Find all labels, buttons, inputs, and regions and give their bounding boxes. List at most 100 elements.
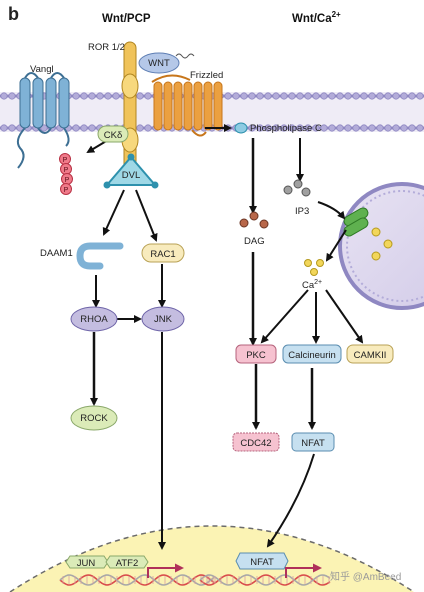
- ip3-label: IP3: [295, 206, 309, 217]
- jnk-node: [141, 306, 185, 332]
- arrow-ca-to-pkc: [260, 289, 309, 344]
- cdc42-label: CDC42: [240, 438, 271, 449]
- membrane-head: [224, 92, 232, 100]
- membrane-head: [248, 124, 256, 132]
- ip3-molecules: [283, 179, 311, 197]
- membrane-head: [256, 124, 264, 132]
- arrow-ip3-to-channel: [317, 201, 346, 220]
- calcium-ions: [304, 259, 324, 276]
- watermark: 知乎 @AmBeed: [330, 570, 401, 583]
- vesicle-calcium-ion: [371, 251, 381, 261]
- membrane-head: [88, 124, 96, 132]
- membrane-head: [320, 92, 328, 100]
- calcium-label: Ca2+: [302, 279, 322, 291]
- arrow-ca-to-camkii: [325, 289, 364, 344]
- membrane-head: [376, 92, 384, 100]
- membrane-head: [416, 124, 424, 132]
- membrane-head: [296, 124, 304, 132]
- membrane-head: [88, 92, 96, 100]
- rock-node: [70, 405, 118, 431]
- nfat-label: NFAT: [301, 438, 325, 449]
- transcription-arrow-left: [147, 563, 184, 578]
- membrane-head: [384, 92, 392, 100]
- phospho-label: P: [63, 157, 68, 164]
- membrane-head: [336, 92, 344, 100]
- dvl-label: DVL: [122, 170, 140, 181]
- membrane-head: [240, 92, 248, 100]
- membrane-head: [360, 124, 368, 132]
- membrane-head: [392, 124, 400, 132]
- phospho-group: [60, 183, 72, 195]
- vesicle-calcium-ion: [383, 239, 393, 249]
- membrane-head: [280, 124, 288, 132]
- vesicle-calcium-ion: [371, 227, 381, 237]
- membrane-head: [8, 92, 16, 100]
- dna-strand-right: [199, 574, 331, 586]
- vangl-receptor: [16, 72, 70, 169]
- jnk-label: JNK: [154, 314, 173, 325]
- membrane-head: [80, 124, 88, 132]
- membrane-head: [416, 92, 424, 100]
- membrane-head: [96, 92, 104, 100]
- membrane-head: [0, 124, 8, 132]
- membrane-head: [384, 124, 392, 132]
- membrane-head: [144, 124, 152, 132]
- membrane-head: [344, 92, 352, 100]
- membrane-head: [0, 92, 8, 100]
- membrane-head: [136, 124, 144, 132]
- rhoa-node: [70, 306, 118, 332]
- frizzled-receptor: [151, 74, 223, 137]
- arrows: [86, 124, 364, 550]
- membrane-head: [408, 124, 416, 132]
- nfat-nuclear-label: NFAT: [250, 557, 274, 568]
- ip3-receptor-channel: [343, 207, 369, 237]
- membrane-head: [352, 124, 360, 132]
- arrow-channel-to-ca: [325, 229, 347, 262]
- atf2-factor: [105, 555, 149, 569]
- ror-label: ROR 1/2: [88, 42, 125, 53]
- membrane-head: [368, 124, 376, 132]
- membrane-head: [400, 92, 408, 100]
- jun-label: JUN: [77, 558, 96, 569]
- rac1-label: RAC1: [150, 249, 175, 260]
- membrane-head: [320, 124, 328, 132]
- ck-delta-label: CKδ: [104, 130, 123, 141]
- phospho-label: P: [64, 167, 69, 174]
- membrane-head: [408, 92, 416, 100]
- calcium-store-vesicle: [338, 182, 424, 310]
- transcription-arrow-right: [285, 563, 322, 578]
- plc-label: Phospholipase C: [250, 123, 322, 134]
- membrane-head: [352, 92, 360, 100]
- atf2-label: ATF2: [116, 558, 139, 569]
- arrow-nfat-to-nucleus: [266, 453, 315, 548]
- membrane-head: [72, 92, 80, 100]
- calcineurin-label: Calcineurin: [288, 350, 336, 361]
- arrow-dvl-to-rac1: [135, 189, 158, 242]
- wnt-label: WNT: [148, 58, 170, 69]
- nfat-nuclear-factor: [235, 552, 289, 570]
- header-wnt-ca: Wnt/Ca2+: [292, 10, 341, 25]
- membrane-head: [136, 92, 144, 100]
- membrane-head: [264, 92, 272, 100]
- dvl-complex: [103, 153, 159, 189]
- vangl-label: Vangl: [30, 64, 54, 75]
- membrane-head: [288, 124, 296, 132]
- membrane-head: [272, 92, 280, 100]
- panel-letter: b: [8, 4, 19, 24]
- membrane-head: [264, 124, 272, 132]
- arrow-dvl-to-daam1: [102, 189, 125, 236]
- membrane-head: [112, 92, 120, 100]
- membrane-head: [400, 124, 408, 132]
- ror-receptor: [121, 41, 139, 173]
- membrane-head: [256, 92, 264, 100]
- ck-delta-node: [97, 125, 129, 143]
- wnt-tail: [175, 53, 195, 59]
- camkii-label: CAMKII: [354, 350, 387, 361]
- rac1-node: [141, 243, 185, 263]
- membrane-head: [248, 92, 256, 100]
- phospho-label: P: [64, 187, 69, 194]
- camkii-node: [346, 344, 394, 364]
- calcineurin-node: [282, 344, 342, 364]
- membrane-head: [104, 92, 112, 100]
- dag-label: DAG: [244, 236, 265, 247]
